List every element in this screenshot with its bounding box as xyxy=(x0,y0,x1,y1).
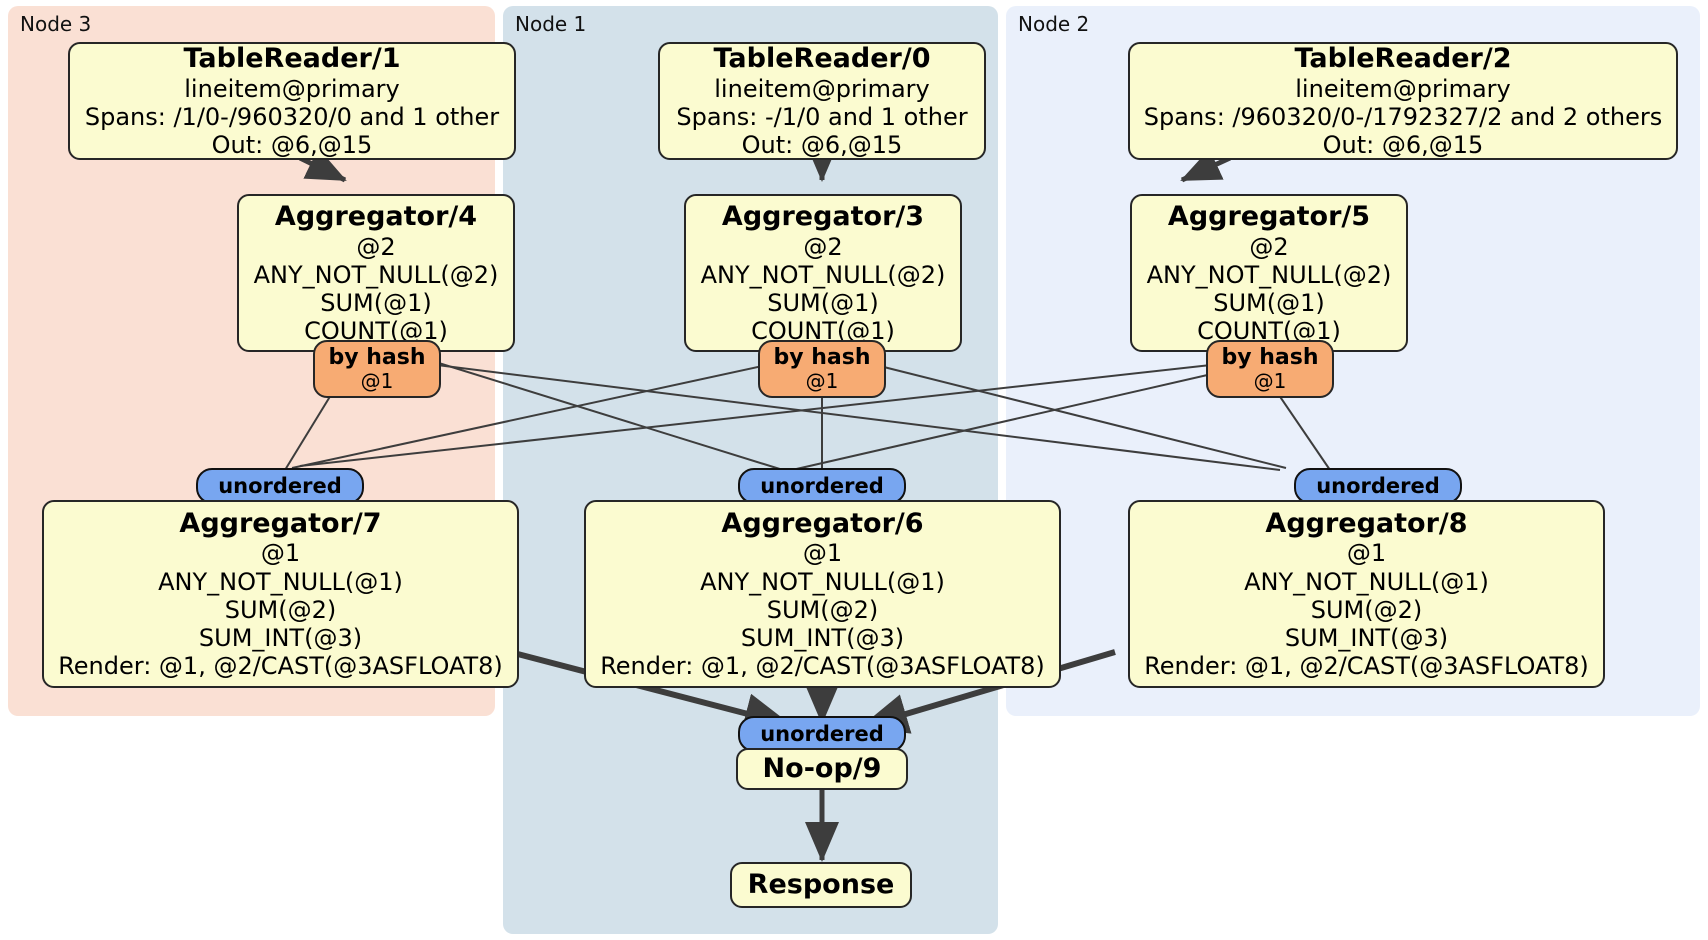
processor-tablereader-2[interactable]: TableReader/2 lineitem@primary Spans: /9… xyxy=(1128,42,1678,160)
processor-detail: SUM(@2) xyxy=(766,595,879,624)
router-type-label: by hash xyxy=(773,344,871,370)
processor-detail: lineitem@primary xyxy=(184,74,400,103)
processor-detail: SUM(@2) xyxy=(1310,595,1423,624)
processor-detail: SUM(@1) xyxy=(320,288,432,317)
processor-detail: ANY_NOT_NULL(@1) xyxy=(700,567,945,596)
processor-title: Aggregator/5 xyxy=(1167,201,1371,233)
processor-detail: Spans: /960320/0-/1792327/2 and 2 others xyxy=(1143,102,1663,131)
processor-detail: Spans: -/1/0 and 1 other xyxy=(676,102,968,131)
synchronizer-unordered-left[interactable]: unordered xyxy=(196,468,364,504)
processor-tablereader-0[interactable]: TableReader/0 lineitem@primary Spans: -/… xyxy=(658,42,986,160)
processor-aggregator-3[interactable]: Aggregator/3 @2 ANY_NOT_NULL(@2) SUM(@1)… xyxy=(684,194,962,352)
processor-detail: ANY_NOT_NULL(@2) xyxy=(253,260,499,289)
processor-detail: SUM(@1) xyxy=(767,288,879,317)
processor-detail: SUM_INT(@3) xyxy=(198,623,363,652)
synchronizer-label: unordered xyxy=(1316,473,1440,498)
processor-detail: ANY_NOT_NULL(@1) xyxy=(1244,567,1489,596)
processor-title: Aggregator/4 xyxy=(274,201,478,233)
synchronizer-unordered-right[interactable]: unordered xyxy=(1294,468,1462,504)
processor-detail: ANY_NOT_NULL(@1) xyxy=(158,567,403,596)
processor-title: Response xyxy=(747,869,895,901)
processor-aggregator-4[interactable]: Aggregator/4 @2 ANY_NOT_NULL(@2) SUM(@1)… xyxy=(237,194,515,352)
router-type-label: by hash xyxy=(1221,344,1319,370)
router-by-hash-left[interactable]: by hash @1 xyxy=(313,340,441,398)
processor-title: Aggregator/7 xyxy=(179,508,382,540)
processor-detail: @1 xyxy=(260,539,301,568)
processor-detail: lineitem@primary xyxy=(1295,74,1511,103)
node-label-node1: Node 1 xyxy=(515,12,587,36)
router-type-label: by hash xyxy=(328,344,426,370)
synchronizer-unordered-final[interactable]: unordered xyxy=(738,716,906,752)
processor-aggregator-7[interactable]: Aggregator/7 @1 ANY_NOT_NULL(@1) SUM(@2)… xyxy=(42,500,519,688)
processor-aggregator-5[interactable]: Aggregator/5 @2 ANY_NOT_NULL(@2) SUM(@1)… xyxy=(1130,194,1408,352)
processor-detail: ANY_NOT_NULL(@2) xyxy=(1146,260,1392,289)
processor-detail: Spans: /1/0-/960320/0 and 1 other xyxy=(84,102,500,131)
node-label-node3: Node 3 xyxy=(20,12,92,36)
processor-title: Aggregator/8 xyxy=(1265,508,1468,540)
processor-detail: @1 xyxy=(1346,539,1387,568)
processor-detail: Render: @1, @2/CAST(@3ASFLOAT8) xyxy=(58,651,503,680)
processor-detail: Out: @6,@15 xyxy=(211,130,373,159)
processor-detail: SUM(@2) xyxy=(224,595,337,624)
processor-aggregator-6[interactable]: Aggregator/6 @1 ANY_NOT_NULL(@1) SUM(@2)… xyxy=(584,500,1061,688)
node-label-node2: Node 2 xyxy=(1018,12,1090,36)
router-column-label: @1 xyxy=(805,369,839,394)
router-column-label: @1 xyxy=(360,369,394,394)
synchronizer-label: unordered xyxy=(218,473,342,498)
router-by-hash-mid[interactable]: by hash @1 xyxy=(758,340,886,398)
processor-no-op-9[interactable]: No-op/9 xyxy=(736,748,908,790)
processor-title: TableReader/1 xyxy=(183,43,401,75)
processor-detail: SUM(@1) xyxy=(1213,288,1325,317)
synchronizer-label: unordered xyxy=(760,721,884,746)
processor-detail: Render: @1, @2/CAST(@3ASFLOAT8) xyxy=(600,651,1045,680)
processor-detail: SUM_INT(@3) xyxy=(740,623,905,652)
processor-detail: @2 xyxy=(803,232,843,261)
processor-detail: @1 xyxy=(802,539,843,568)
processor-detail: @2 xyxy=(1249,232,1289,261)
processor-title: TableReader/2 xyxy=(1294,43,1512,75)
processor-detail: Out: @6,@15 xyxy=(1322,130,1484,159)
processor-title: No-op/9 xyxy=(762,753,882,785)
processor-detail: lineitem@primary xyxy=(714,74,930,103)
processor-detail: ANY_NOT_NULL(@2) xyxy=(700,260,946,289)
processor-title: TableReader/0 xyxy=(713,43,931,75)
synchronizer-unordered-mid[interactable]: unordered xyxy=(738,468,906,504)
processor-tablereader-1[interactable]: TableReader/1 lineitem@primary Spans: /1… xyxy=(68,42,516,160)
processor-response[interactable]: Response xyxy=(730,862,912,908)
processor-detail: Out: @6,@15 xyxy=(741,130,903,159)
processor-title: Aggregator/6 xyxy=(721,508,924,540)
processor-title: Aggregator/3 xyxy=(721,201,925,233)
router-column-label: @1 xyxy=(1253,369,1287,394)
processor-detail: SUM_INT(@3) xyxy=(1284,623,1449,652)
synchronizer-label: unordered xyxy=(760,473,884,498)
processor-detail: Render: @1, @2/CAST(@3ASFLOAT8) xyxy=(1144,651,1589,680)
router-by-hash-right[interactable]: by hash @1 xyxy=(1206,340,1334,398)
processor-detail: @2 xyxy=(356,232,396,261)
processor-aggregator-8[interactable]: Aggregator/8 @1 ANY_NOT_NULL(@1) SUM(@2)… xyxy=(1128,500,1605,688)
